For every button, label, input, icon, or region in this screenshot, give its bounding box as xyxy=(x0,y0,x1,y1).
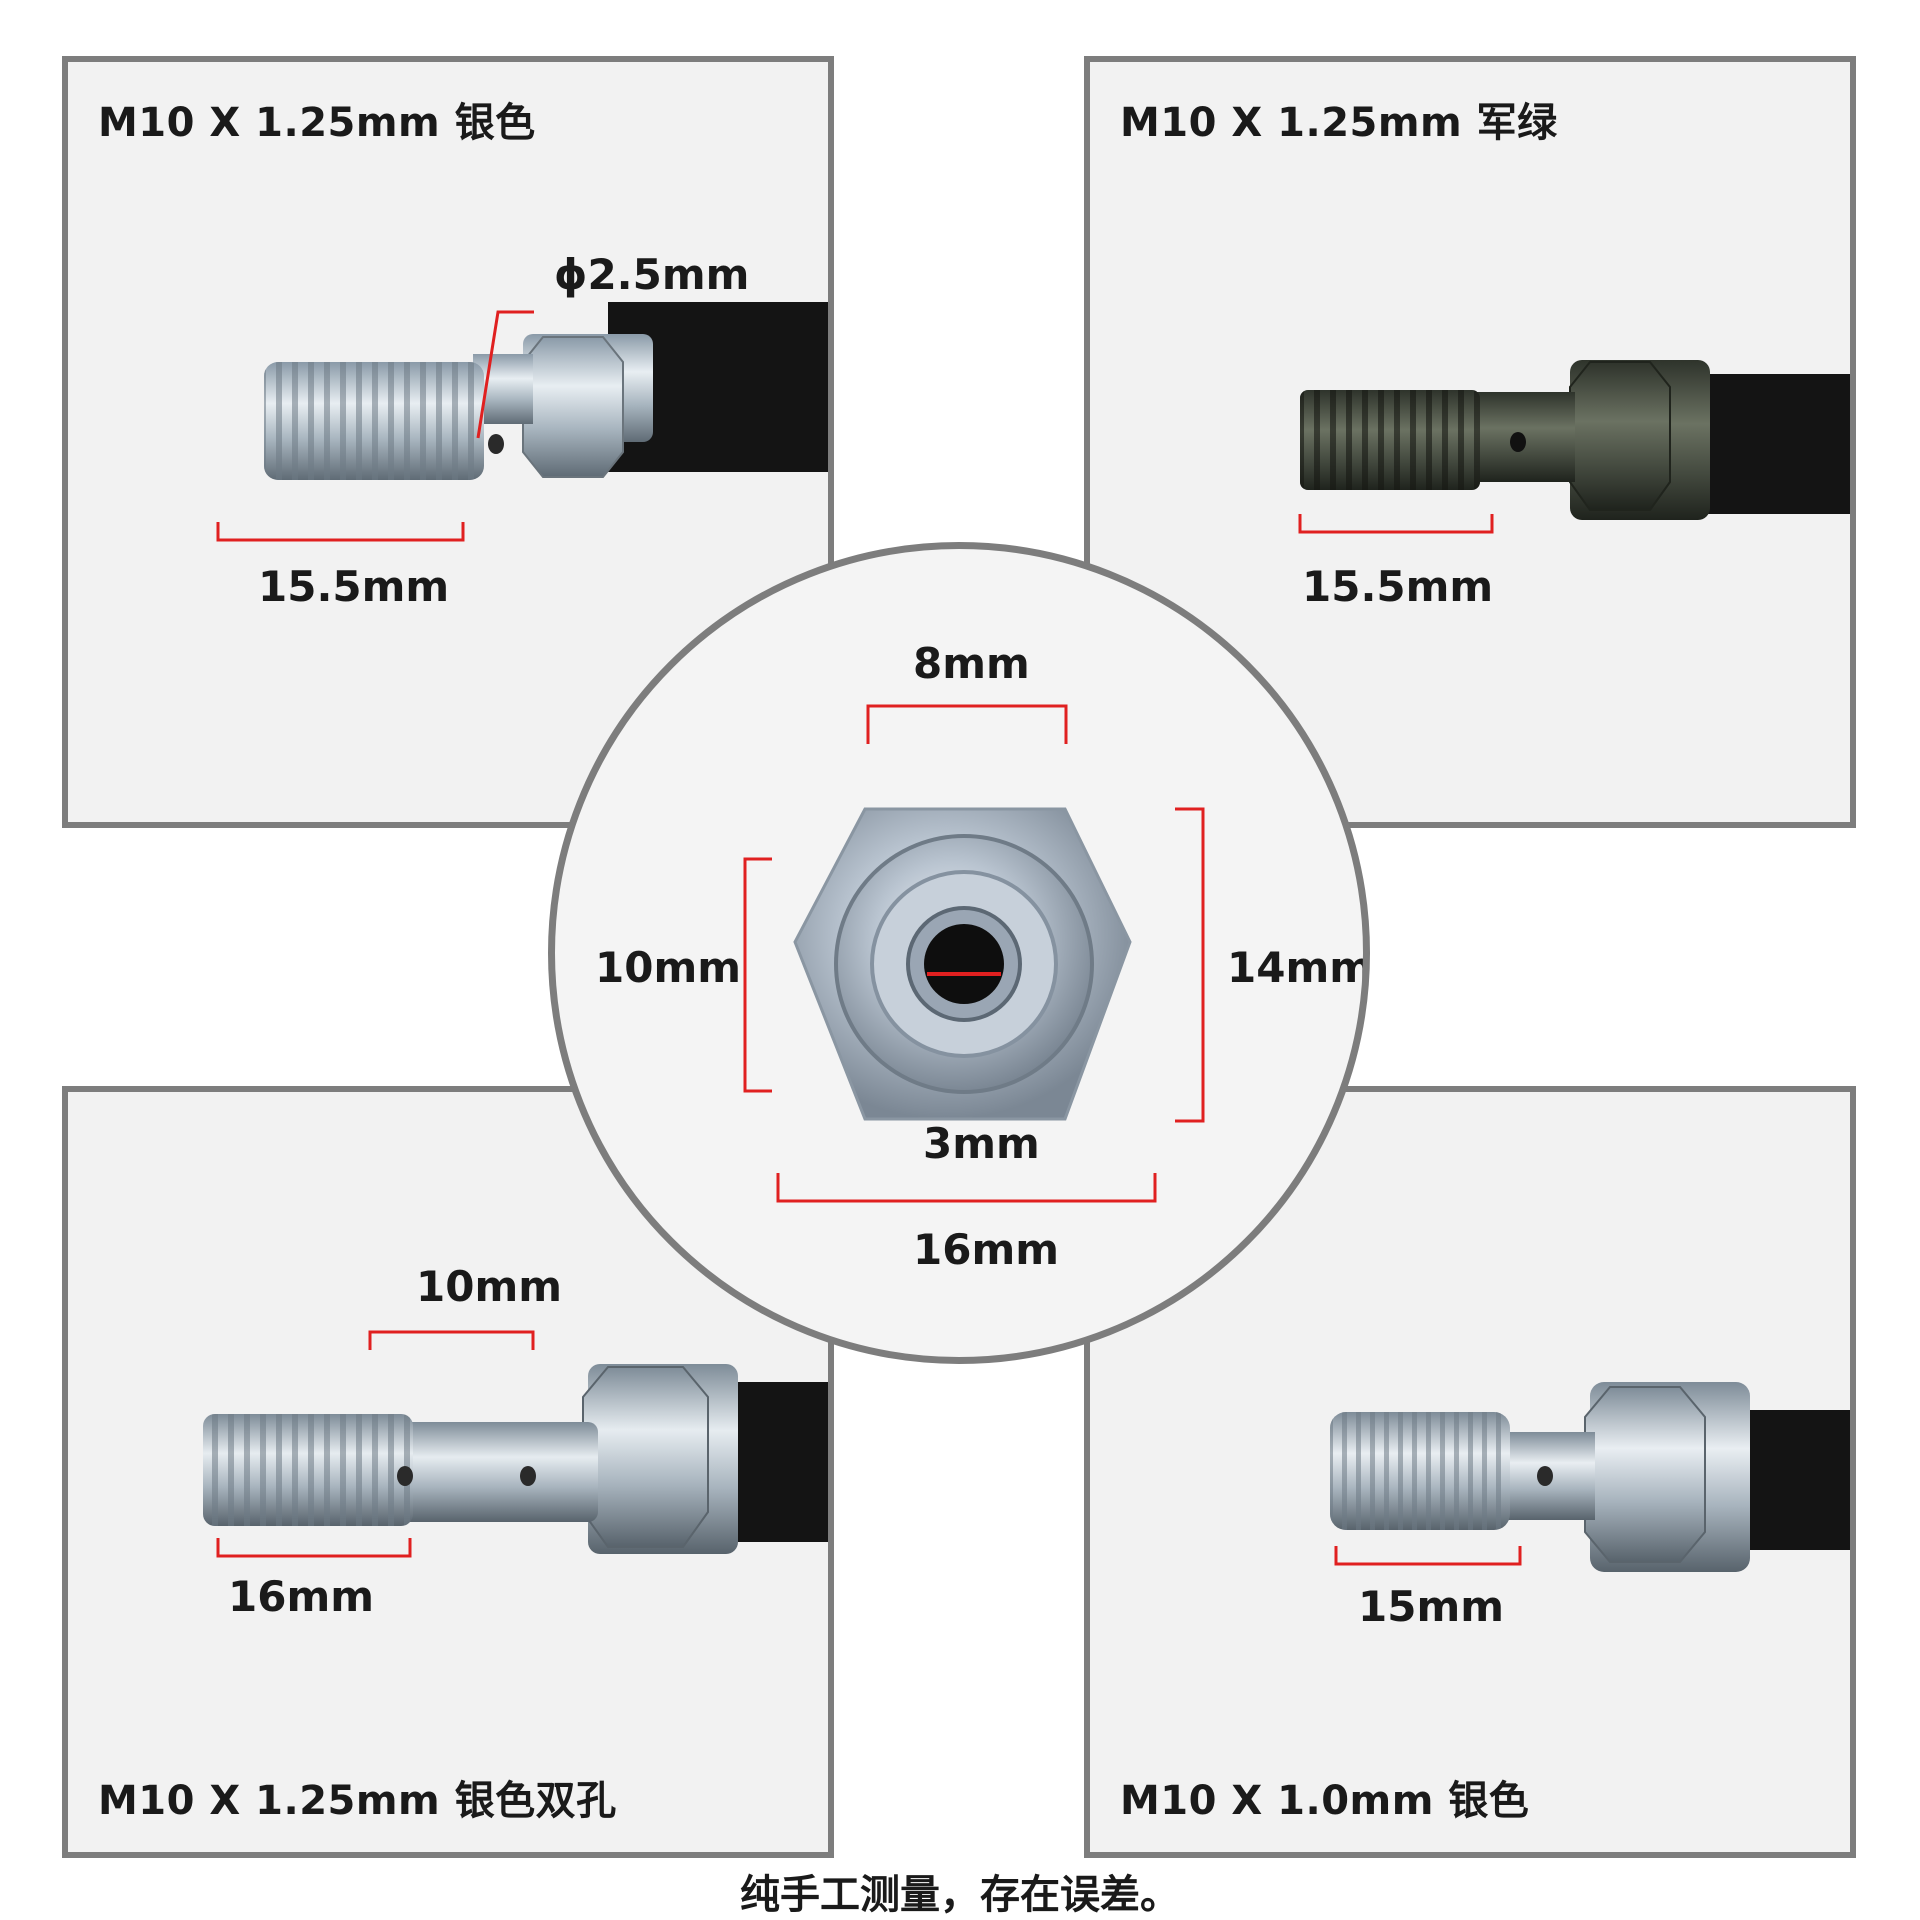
panel-title: M10 X 1.25mm 银色双孔 xyxy=(98,1778,617,1824)
hex-width-label: 16mm xyxy=(913,1225,1059,1274)
banjo-bolt-silver-fine-photo xyxy=(1330,1382,1850,1572)
banjo-bolt-silver-photo xyxy=(216,302,828,542)
thread-length-label: 15mm xyxy=(1358,1582,1504,1631)
thread-diameter-label: 10mm xyxy=(595,943,741,992)
hex-height-label: 14mm xyxy=(1227,943,1370,992)
panel-title: M10 X 1.0mm 银色 xyxy=(1120,1778,1530,1824)
thread-length-label: 15.5mm xyxy=(1302,562,1494,611)
panel-silver-m10-10: 15mm M10 X 1.0mm 银色 xyxy=(1084,1086,1856,1858)
end-view-circle: 8mm 10mm 14mm 3mm 16mm xyxy=(548,542,1370,1364)
hole-diameter-label: ϕ2.5mm xyxy=(554,250,750,299)
banjo-bolt-double-hole-photo xyxy=(203,1330,828,1558)
hole-spacing-label: 10mm xyxy=(416,1262,562,1311)
bolt-end-view-photo xyxy=(743,704,1205,1203)
panel-title: M10 X 1.25mm 银色 xyxy=(98,100,536,146)
panel-silver-m10-125: M10 X 1.25mm 银色 15.5mm ϕ2.5mm xyxy=(62,56,834,828)
banjo-bolt-green-photo xyxy=(1298,360,1850,534)
width-across-label: 8mm xyxy=(913,639,1030,688)
measurement-disclaimer: 纯手工测量，存在误差。 xyxy=(740,1872,1180,1918)
bore-diameter-label: 3mm xyxy=(923,1119,1040,1168)
panel-title: M10 X 1.25mm 军绿 xyxy=(1120,100,1558,146)
thread-length-label: 16mm xyxy=(228,1572,374,1621)
thread-length-label: 15.5mm xyxy=(258,562,450,611)
panel-army-green-m10-125: M10 X 1.25mm 军绿 15.5mm xyxy=(1084,56,1856,828)
